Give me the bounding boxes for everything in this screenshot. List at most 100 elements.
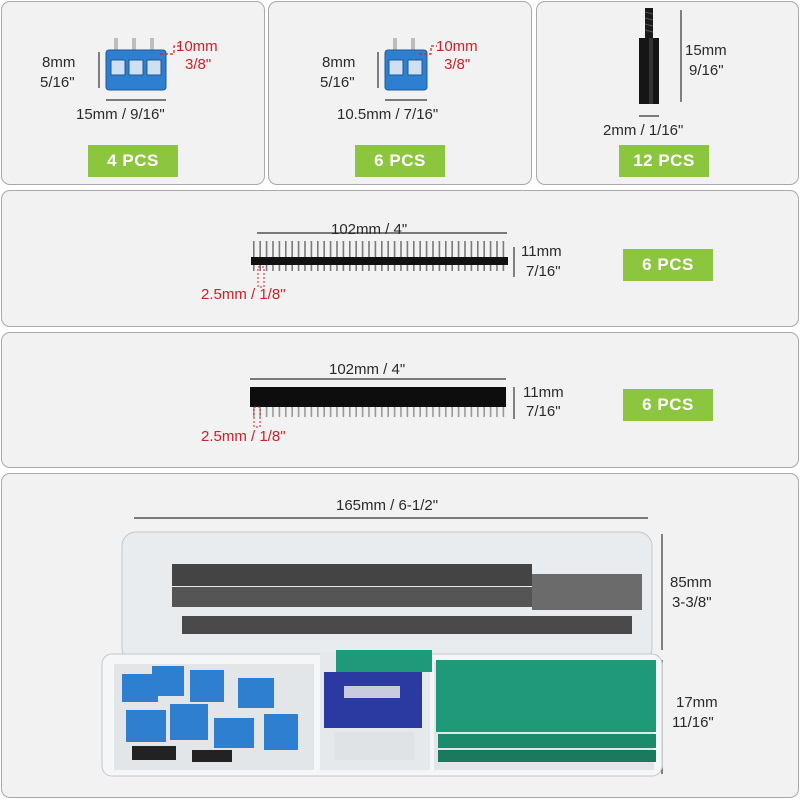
- header-pin: [272, 407, 274, 417]
- header-pin: [393, 407, 396, 417]
- header-pin: [457, 241, 460, 271]
- header-pin: [355, 241, 357, 271]
- panel-male-header: 102mm / 4" 11mm 7/16" 2.5mm / 1/8" 6 PCS: [1, 190, 799, 327]
- male-header-illustration: [251, 232, 515, 288]
- standoff-illustration: [639, 8, 682, 117]
- header-pin: [496, 407, 498, 417]
- header-pin: [445, 407, 447, 417]
- header-pin: [387, 407, 389, 417]
- header-pin: [323, 407, 325, 417]
- header-pin: [413, 407, 415, 417]
- quantity-badge-female-header: 6 PCS: [623, 389, 713, 421]
- storage-box-length: 165mm / 6-1/2": [336, 497, 439, 514]
- header-pin: [304, 407, 306, 417]
- header-pin: [368, 241, 370, 271]
- header-pin: [393, 241, 396, 271]
- terminal-3pin-pitch-in: 3/8": [185, 56, 212, 73]
- header-pin: [445, 241, 447, 271]
- header-pin: [272, 241, 274, 271]
- header-pin: [400, 407, 402, 417]
- header-pin: [438, 407, 441, 417]
- header-pin: [297, 407, 300, 417]
- header-pin: [374, 407, 377, 417]
- terminal-3pin-height-in: 5/16": [40, 74, 75, 91]
- header-pin: [387, 241, 389, 271]
- storage-box-base-height-in: 11/16": [672, 714, 714, 731]
- header-pin: [278, 407, 281, 417]
- header-pin: [483, 241, 485, 271]
- female-header-pitch: 2.5mm / 1/8": [201, 428, 286, 445]
- terminal-2pin-pitch-in: 3/8": [444, 56, 471, 73]
- header-pin: [477, 407, 479, 417]
- header-pin: [253, 241, 255, 271]
- storage-box-illustration: [101, 517, 663, 777]
- header-pin: [304, 241, 306, 271]
- header-pin: [496, 241, 498, 271]
- standoff-height-mm: 15mm: [685, 42, 727, 59]
- terminal-3pin-height-mm: 8mm: [42, 54, 76, 71]
- panel-female-header: 102mm / 4" 11mm 7/16" 2.5mm / 1/8" 6 PCS: [1, 332, 799, 468]
- header-pin: [374, 241, 377, 271]
- header-pin: [329, 407, 332, 417]
- storage-box-base-height-mm: 17mm: [676, 694, 718, 711]
- male-header-pitch: 2.5mm / 1/8": [201, 286, 286, 303]
- header-pin: [457, 407, 460, 417]
- male-header-height-mm: 11mm: [521, 243, 562, 260]
- terminal-3pin-illustration: [98, 38, 180, 101]
- standoff-width: 2mm / 1/16": [603, 122, 684, 139]
- header-pin: [451, 407, 453, 417]
- header-pin: [400, 241, 402, 271]
- female-header-length: 102mm / 4": [329, 361, 406, 378]
- header-pin: [285, 407, 287, 417]
- header-pin: [291, 241, 293, 271]
- standoff-height-in: 9/16": [689, 62, 724, 79]
- quantity-badge-male-header: 6 PCS: [623, 249, 713, 281]
- panel-terminal-2pin: 8mm 5/16" 10mm 3/8" 10.5mm / 7/16" 6 PCS: [268, 1, 532, 185]
- header-pin: [368, 407, 370, 417]
- header-pin: [425, 241, 428, 271]
- header-pin: [317, 241, 319, 271]
- terminal-2pin-pitch-mm: 10mm: [436, 38, 478, 55]
- header-pin: [438, 241, 441, 271]
- header-pin: [297, 241, 300, 271]
- terminal-2pin-illustration: [377, 38, 437, 101]
- header-pin: [502, 241, 505, 271]
- header-pin: [413, 241, 415, 271]
- header-pin: [464, 241, 466, 271]
- terminal-3pin-pitch-mm: 10mm: [176, 38, 218, 55]
- header-pin: [253, 407, 255, 417]
- header-pin: [451, 241, 453, 271]
- panel-storage-box: 165mm / 6-1/2" 85mm 3-3/8" 17mm 11/16": [1, 473, 799, 798]
- header-pin: [265, 407, 268, 417]
- header-pin: [355, 407, 357, 417]
- storage-box-lid-height-mm: 85mm: [670, 574, 712, 591]
- header-pin: [361, 407, 364, 417]
- terminal-2pin-height-mm: 8mm: [322, 54, 356, 71]
- header-pin: [483, 407, 485, 417]
- header-pin: [361, 241, 364, 271]
- header-pin: [432, 407, 434, 417]
- header-pin: [425, 407, 428, 417]
- header-pin: [432, 241, 434, 271]
- header-pin: [406, 241, 409, 271]
- female-header-height-in: 7/16": [526, 403, 561, 420]
- header-pin: [310, 241, 313, 271]
- male-header-length: 102mm / 4": [331, 221, 408, 238]
- panel-standoff: 15mm 9/16" 2mm / 1/16" 12 PCS: [536, 1, 799, 185]
- header-pin: [310, 407, 313, 417]
- header-pin: [477, 241, 479, 271]
- header-pin: [323, 241, 325, 271]
- header-pin: [291, 407, 293, 417]
- header-pin: [336, 407, 338, 417]
- header-pin: [419, 241, 421, 271]
- header-pin: [470, 241, 473, 271]
- header-pin: [342, 407, 345, 417]
- header-pin: [470, 407, 473, 417]
- header-pin: [342, 241, 345, 271]
- quantity-badge-terminal-3pin: 4 PCS: [88, 145, 178, 177]
- header-pin: [489, 241, 492, 271]
- header-pin: [329, 241, 332, 271]
- terminal-3pin-width: 15mm / 9/16": [76, 106, 165, 123]
- header-pin: [406, 407, 409, 417]
- header-pin: [349, 407, 351, 417]
